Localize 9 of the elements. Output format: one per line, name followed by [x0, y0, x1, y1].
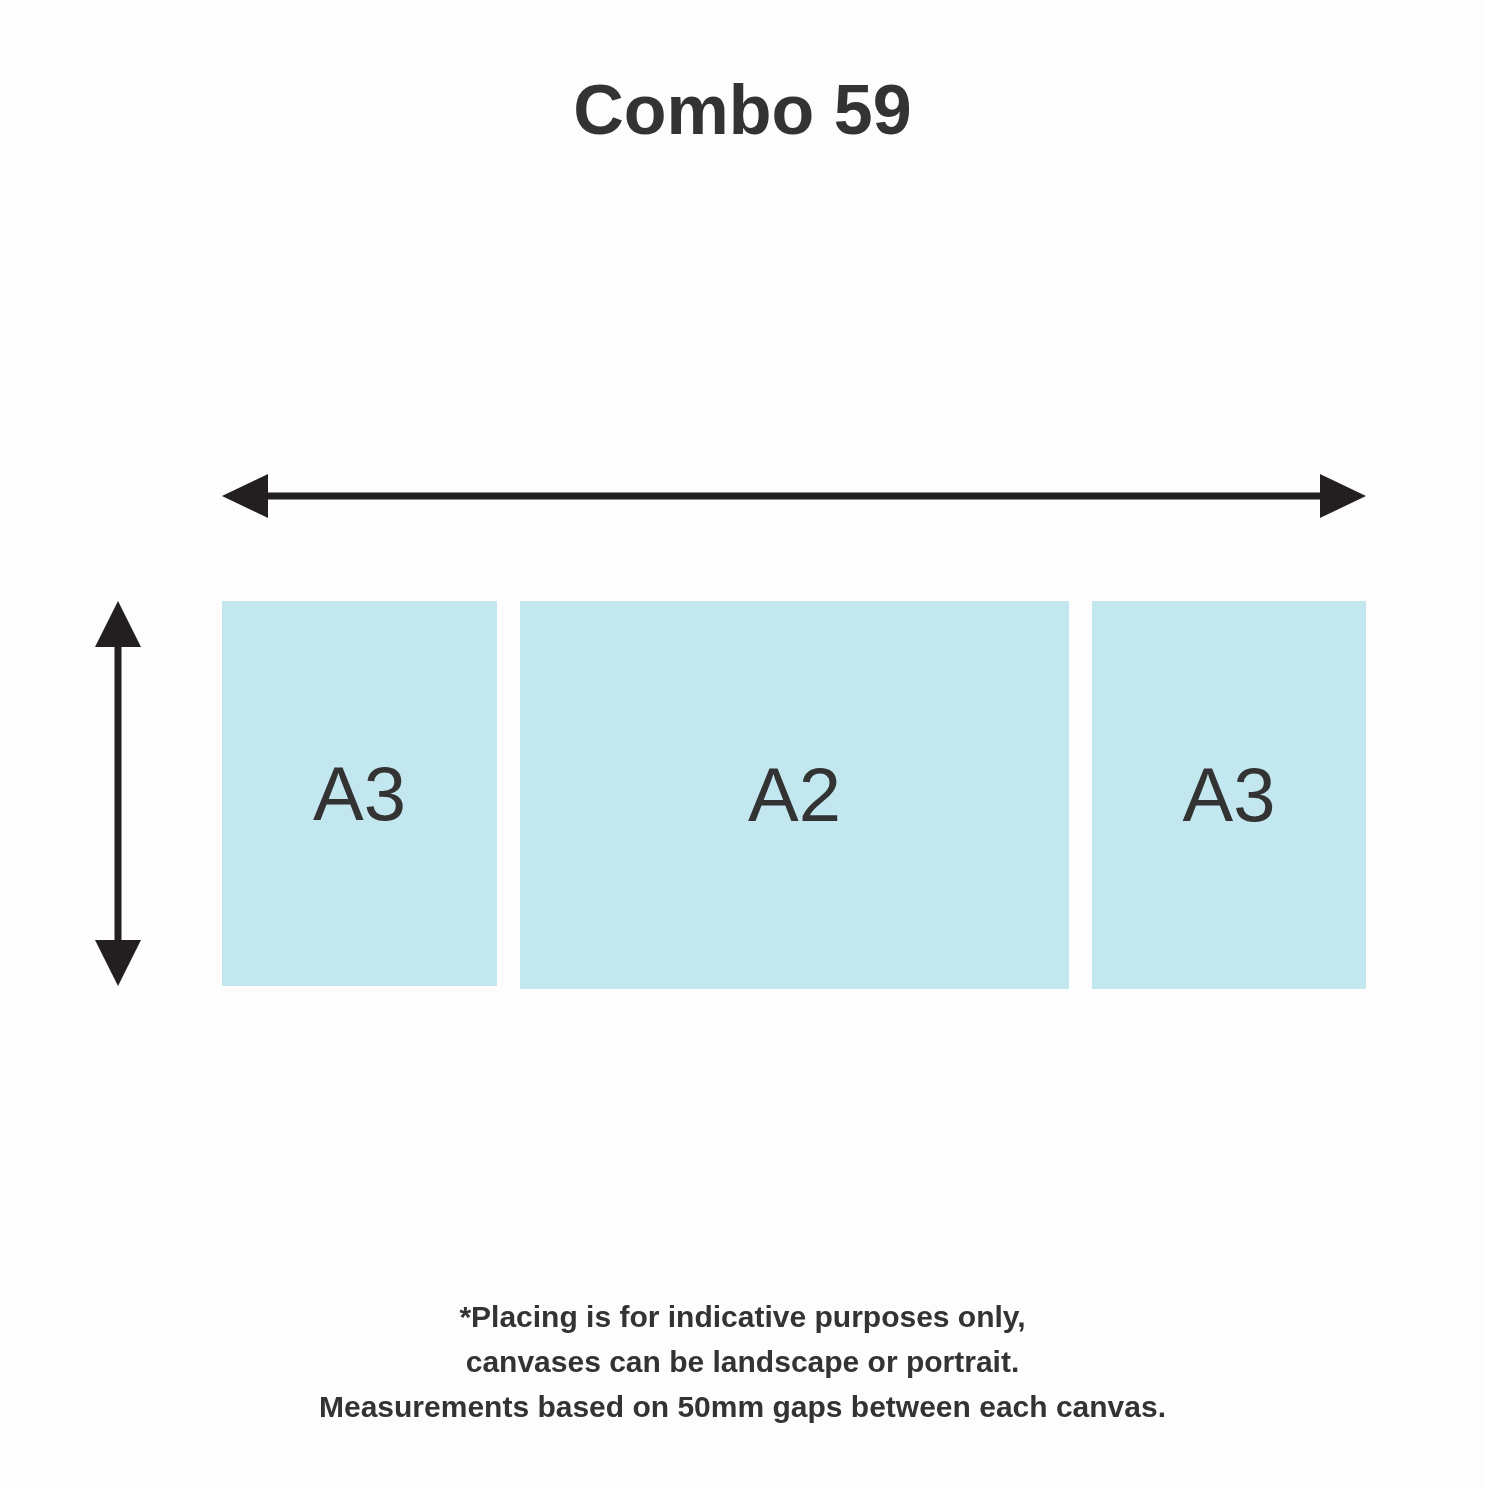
size-label: A3: [1182, 757, 1276, 833]
canvas-panel: [222, 601, 497, 986]
title: Combo 59: [573, 70, 912, 151]
note-text: *Placing is for indicative purposes only, canvases can be landscape or portrait.: [458, 1299, 1027, 1380]
size-label: A3: [313, 755, 406, 832]
size-label: A2: [748, 757, 841, 833]
canvas-panel: [520, 601, 1069, 989]
note-text: Measurements based on 50mm gaps between each canvas.: [319, 1389, 1166, 1425]
canvas-panel: [1092, 601, 1366, 989]
